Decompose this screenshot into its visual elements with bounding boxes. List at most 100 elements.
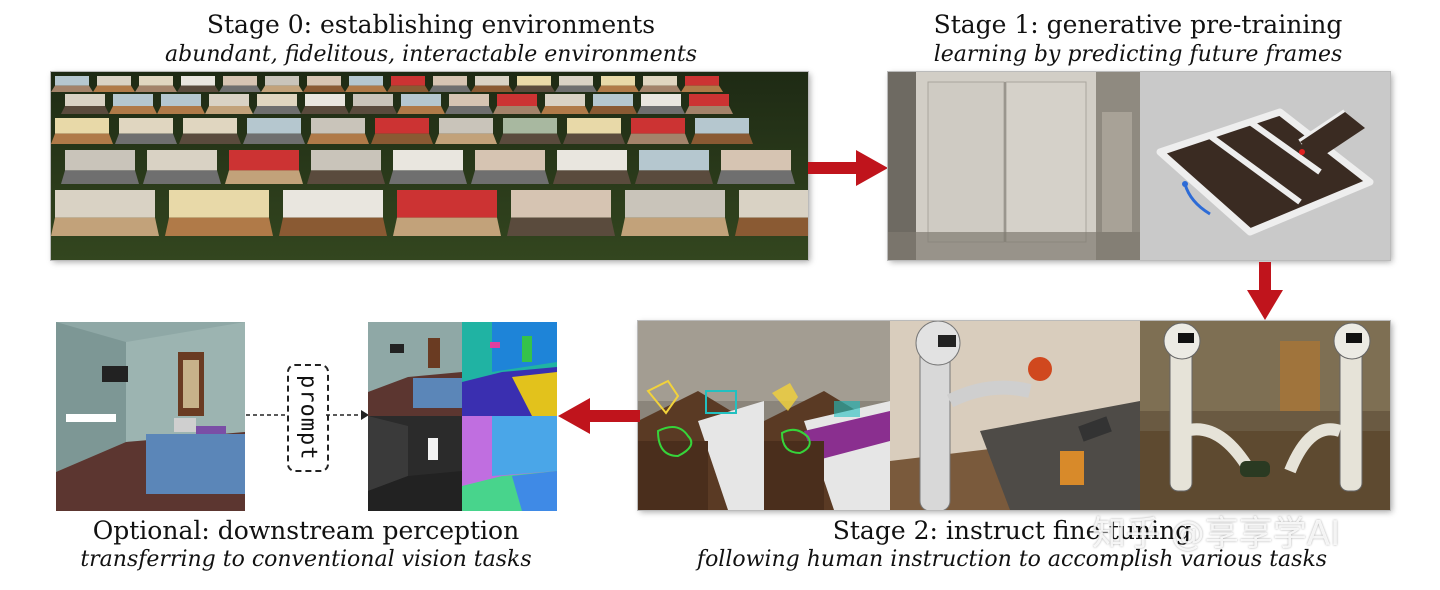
room-floor xyxy=(243,133,305,144)
room-floor xyxy=(51,85,93,92)
room-wall xyxy=(223,76,257,86)
room-floor xyxy=(261,85,303,92)
room-floor xyxy=(597,85,639,92)
room-floor xyxy=(393,217,501,236)
room-wall xyxy=(643,76,677,86)
room-floor xyxy=(179,133,241,144)
arrow-right-icon xyxy=(808,150,888,186)
room-floor xyxy=(135,85,177,92)
room-wall xyxy=(689,94,729,106)
room-wall xyxy=(55,190,155,218)
room-wall xyxy=(311,118,365,134)
room-wall xyxy=(257,94,297,106)
room-wall xyxy=(567,118,621,134)
room-floor xyxy=(51,133,113,144)
room-floor xyxy=(639,85,681,92)
room-wall xyxy=(265,76,299,86)
room-floor xyxy=(205,106,253,114)
room-floor xyxy=(301,106,349,114)
room-wall xyxy=(181,76,215,86)
topdown-map xyxy=(1140,72,1390,260)
instruction-scene-result xyxy=(764,321,890,510)
room-wall xyxy=(503,118,557,134)
room-floor xyxy=(115,133,177,144)
room-wall xyxy=(311,150,381,171)
environment-grid-illustration xyxy=(51,72,808,260)
room-floor xyxy=(397,106,445,114)
room-floor xyxy=(345,85,387,92)
room-wall xyxy=(439,118,493,134)
room-floor xyxy=(735,217,808,236)
room-wall xyxy=(393,150,463,171)
room-floor xyxy=(143,170,221,184)
room-wall xyxy=(55,118,109,134)
room-wall xyxy=(169,190,269,218)
room-wall xyxy=(305,94,345,106)
rendered-room-image xyxy=(56,322,245,511)
room-floor xyxy=(499,133,561,144)
rgb-output xyxy=(368,322,462,416)
stage0-environments-image xyxy=(51,72,808,260)
semantic-segmentation-output xyxy=(462,322,557,416)
stage2-finetuning-image xyxy=(638,321,1390,510)
prompt-box: prompt xyxy=(287,364,329,472)
room-floor xyxy=(717,170,795,184)
room-floor xyxy=(691,133,753,144)
room-wall xyxy=(307,76,341,86)
room-floor xyxy=(493,106,541,114)
room-floor xyxy=(51,217,159,236)
room-wall xyxy=(721,150,791,171)
stage0-title: Stage 0: establishing environments xyxy=(206,10,656,39)
room-floor xyxy=(513,85,555,92)
arrow-down-icon xyxy=(1247,262,1283,320)
room-wall xyxy=(739,190,808,218)
stage1-pretraining-image xyxy=(888,72,1390,260)
room-wall xyxy=(511,190,611,218)
room-wall xyxy=(433,76,467,86)
room-wall xyxy=(401,94,441,106)
room-wall xyxy=(391,76,425,86)
room-wall xyxy=(113,94,153,106)
room-wall xyxy=(631,118,685,134)
room-wall xyxy=(65,150,135,171)
dashed-arrow-in xyxy=(246,414,286,416)
room-wall xyxy=(557,150,627,171)
room-wall xyxy=(593,94,633,106)
room-floor xyxy=(589,106,637,114)
room-wall xyxy=(625,190,725,218)
room-floor xyxy=(303,85,345,92)
room-wall xyxy=(497,94,537,106)
room-floor xyxy=(627,133,689,144)
room-wall xyxy=(283,190,383,218)
room-floor xyxy=(435,133,497,144)
room-wall xyxy=(449,94,489,106)
stage2-title: Stage 2: instruct fine-tuning xyxy=(832,516,1192,545)
optional-title: Optional: downstream perception xyxy=(92,516,520,545)
bimanual-robot-scene xyxy=(1140,321,1390,510)
room-wall xyxy=(55,76,89,86)
room-floor xyxy=(553,170,631,184)
room-floor xyxy=(445,106,493,114)
room-floor xyxy=(507,217,615,236)
room-wall xyxy=(353,94,393,106)
room-floor xyxy=(61,106,109,114)
room-floor xyxy=(109,106,157,114)
surface-normal-output xyxy=(462,416,557,511)
room-wall xyxy=(349,76,383,86)
room-floor xyxy=(471,85,513,92)
prompt-label: prompt xyxy=(295,375,321,461)
room-wall xyxy=(247,118,301,134)
room-wall xyxy=(545,94,585,106)
room-wall xyxy=(601,76,635,86)
room-wall xyxy=(685,76,719,86)
stage2-subtitle: following human instruction to accomplis… xyxy=(696,547,1328,572)
room-wall xyxy=(209,94,249,106)
room-wall xyxy=(229,150,299,171)
stage1-title: Stage 1: generative pre-training xyxy=(933,10,1343,39)
room-floor xyxy=(253,106,301,114)
room-floor xyxy=(371,133,433,144)
arrow-left-icon xyxy=(558,398,640,434)
room-floor xyxy=(471,170,549,184)
room-wall xyxy=(695,118,749,134)
room-floor xyxy=(635,170,713,184)
